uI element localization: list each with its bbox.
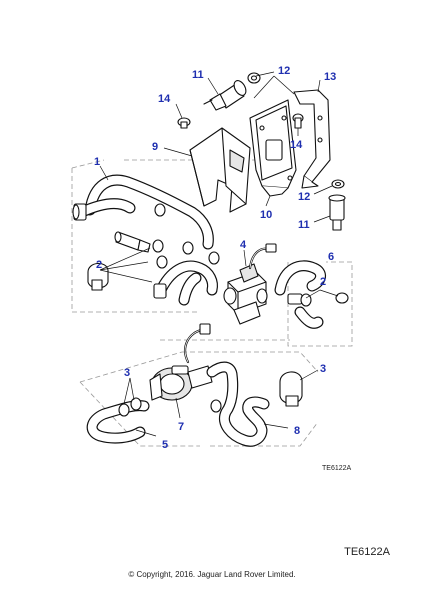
heat-shield-bracket (189, 127, 251, 213)
hose-clamp (279, 371, 303, 407)
callout-11-bottom: 11 (298, 219, 310, 231)
callout-13: 13 (324, 71, 336, 83)
copyright-notice: © Copyright, 2016. Jaguar Land Rover Lim… (128, 570, 296, 579)
support-bracket (293, 89, 331, 189)
drawing-code-large: TE6122A (344, 546, 390, 558)
leader-lines (99, 71, 339, 437)
callout-14-right: 14 (290, 139, 303, 151)
callout-4: 4 (240, 239, 247, 251)
callout-8: 8 (294, 425, 300, 437)
callout-3-left: 3 (124, 367, 130, 379)
mounting-plate (249, 99, 297, 197)
callout-10: 10 (260, 209, 272, 221)
restrictor-valve-top (203, 72, 261, 111)
callout-6: 6 (328, 251, 334, 263)
pump-inlet-hose (86, 397, 150, 444)
pump-outlet-hose (206, 361, 270, 447)
callout-7: 7 (178, 421, 184, 433)
callout-5: 5 (162, 439, 168, 451)
screw-left (177, 117, 191, 129)
restrictor-valve-bottom (328, 179, 346, 231)
drawing-code-small: TE6122A (322, 465, 352, 472)
callout-3-right: 3 (320, 363, 326, 375)
callout-2-left: 2 (96, 259, 102, 271)
callout-2-right: 2 (320, 276, 326, 288)
heater-valve (223, 243, 277, 325)
callout-12-top: 12 (278, 65, 290, 77)
callout-12-bottom: 12 (298, 191, 310, 203)
callout-11-top: 11 (192, 69, 204, 81)
callout-14-left: 14 (158, 93, 171, 105)
hose-assembly (72, 174, 220, 306)
callout-9: 9 (152, 141, 158, 153)
callout-labels: 1 2 3 3 4 5 6 2 7 8 9 10 11 11 12 12 13 … (94, 65, 336, 451)
water-pump (149, 323, 213, 401)
screw-right (292, 113, 304, 129)
callout-1: 1 (94, 156, 100, 168)
heater-return-hose (274, 260, 349, 329)
